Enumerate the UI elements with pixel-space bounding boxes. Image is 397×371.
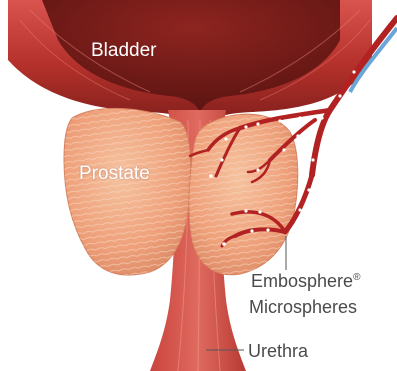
registered-mark: ® [353, 272, 360, 283]
bladder-label: Bladder [91, 41, 157, 60]
urethra-label: Urethra [248, 342, 308, 360]
microspheres-label: Microspheres [249, 298, 357, 316]
embosphere-text: Embosphere [251, 271, 353, 291]
embosphere-label: Embosphere® [251, 272, 360, 290]
prostate-label: Prostate [79, 164, 150, 183]
